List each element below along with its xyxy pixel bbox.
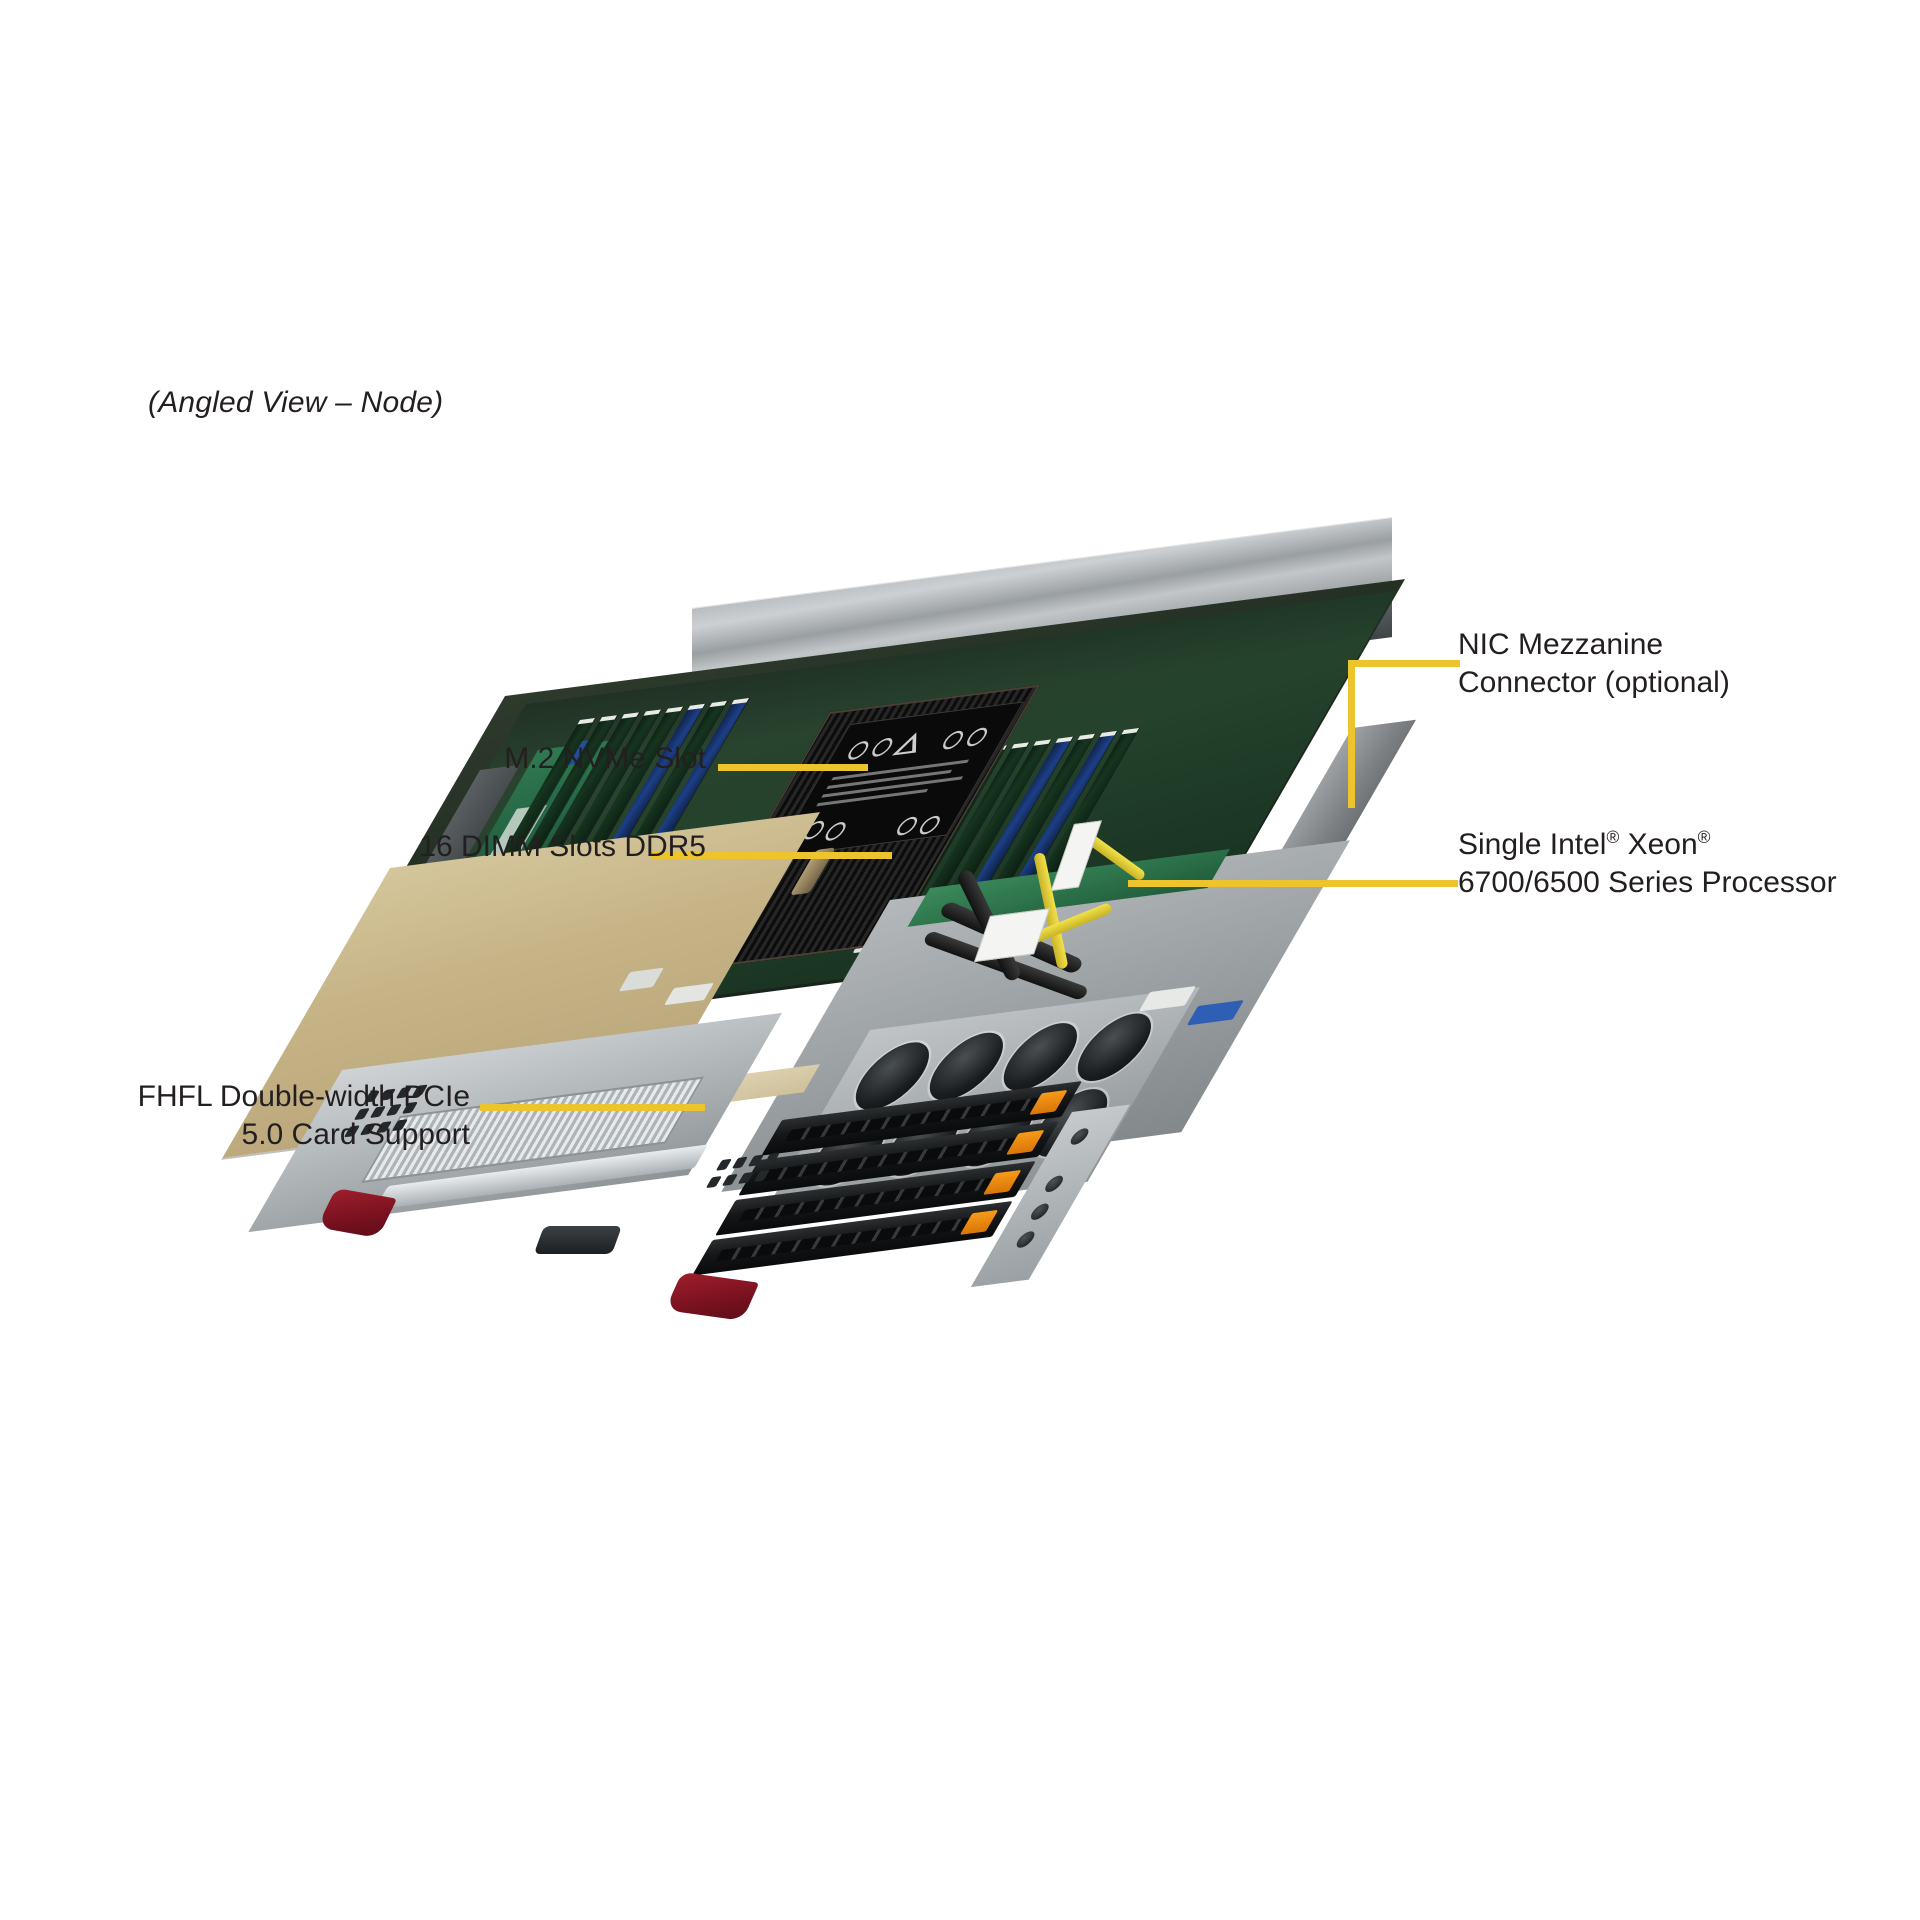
fan-cutout: [1064, 1009, 1165, 1085]
callout-nic-line-2: Connector (optional): [1458, 666, 1730, 700]
label-icon-d: [963, 726, 991, 748]
callout-nic-line-1: NIC Mezzanine: [1458, 628, 1664, 661]
callout-xeon-line-2: 6700/6500 Series Processor: [1458, 866, 1837, 900]
callout-pcie-card-support: FHFL Double-width PCIe 5.0 Card Support: [0, 1078, 470, 1155]
registered-mark-icon: ®: [1697, 827, 1711, 847]
callout-xeon-line-1: Single Intel® Xeon®: [1458, 826, 1837, 864]
leader-line-pcie-card: [480, 1104, 705, 1111]
callout-pcie-line-2: 5.0 Card Support: [241, 1118, 470, 1152]
callout-m2-nvme-slot: M.2 NVMe Slot: [216, 740, 706, 778]
callout-dimm-slots-text: 16 DIMM Slots DDR5: [419, 830, 706, 863]
leader-line-nic-mezzanine-horizontal: [1348, 660, 1460, 667]
label-icon-c: [939, 729, 967, 751]
pcie-retention-tab[interactable]: [533, 1226, 622, 1254]
registered-mark-icon: ®: [1606, 827, 1620, 847]
leader-line-nic-mezzanine-vertical: [1348, 660, 1355, 808]
leader-line-xeon-processor: [1128, 880, 1458, 887]
callout-dimm-slots: 16 DIMM Slots DDR5: [156, 828, 706, 866]
label-icon-a: [844, 740, 873, 761]
label-icon-g: [893, 815, 921, 837]
callout-xeon-processor: Single Intel® Xeon® 6700/6500 Series Pro…: [1458, 826, 1837, 903]
drive-release-latch[interactable]: [1006, 1129, 1045, 1155]
drive-release-latch[interactable]: [983, 1169, 1022, 1195]
callout-m2-nvme-slot-text: M.2 NVMe Slot: [504, 742, 706, 775]
faceplate-hole: [1067, 1127, 1092, 1146]
faceplate-hole: [1013, 1230, 1038, 1249]
callout-pcie-line-1: FHFL Double-width PCIe: [137, 1080, 470, 1113]
product-photo-server-node: [222, 517, 1460, 1400]
figure-caption: (Angled View – Node): [148, 386, 444, 419]
leader-line-dimm-slots: [652, 852, 892, 859]
label-icon-h: [916, 814, 944, 836]
drive-release-latch[interactable]: [1029, 1089, 1068, 1115]
callout-xeon-xeon-text: Xeon: [1619, 828, 1698, 861]
faceplate-hole: [1027, 1202, 1053, 1221]
label-text-line: [816, 788, 929, 807]
callout-xeon-intel-text: Single Intel: [1458, 828, 1607, 861]
node-release-handle-right[interactable]: [665, 1272, 760, 1321]
leader-line-m2-nvme-slot: [718, 764, 868, 771]
callout-nic-mezzanine: NIC Mezzanine Connector (optional): [1458, 626, 1730, 703]
drive-release-latch[interactable]: [960, 1209, 999, 1235]
faceplate-hole: [1041, 1174, 1067, 1193]
warning-triangle-icon: [891, 730, 929, 756]
label-icon-f: [821, 821, 850, 842]
